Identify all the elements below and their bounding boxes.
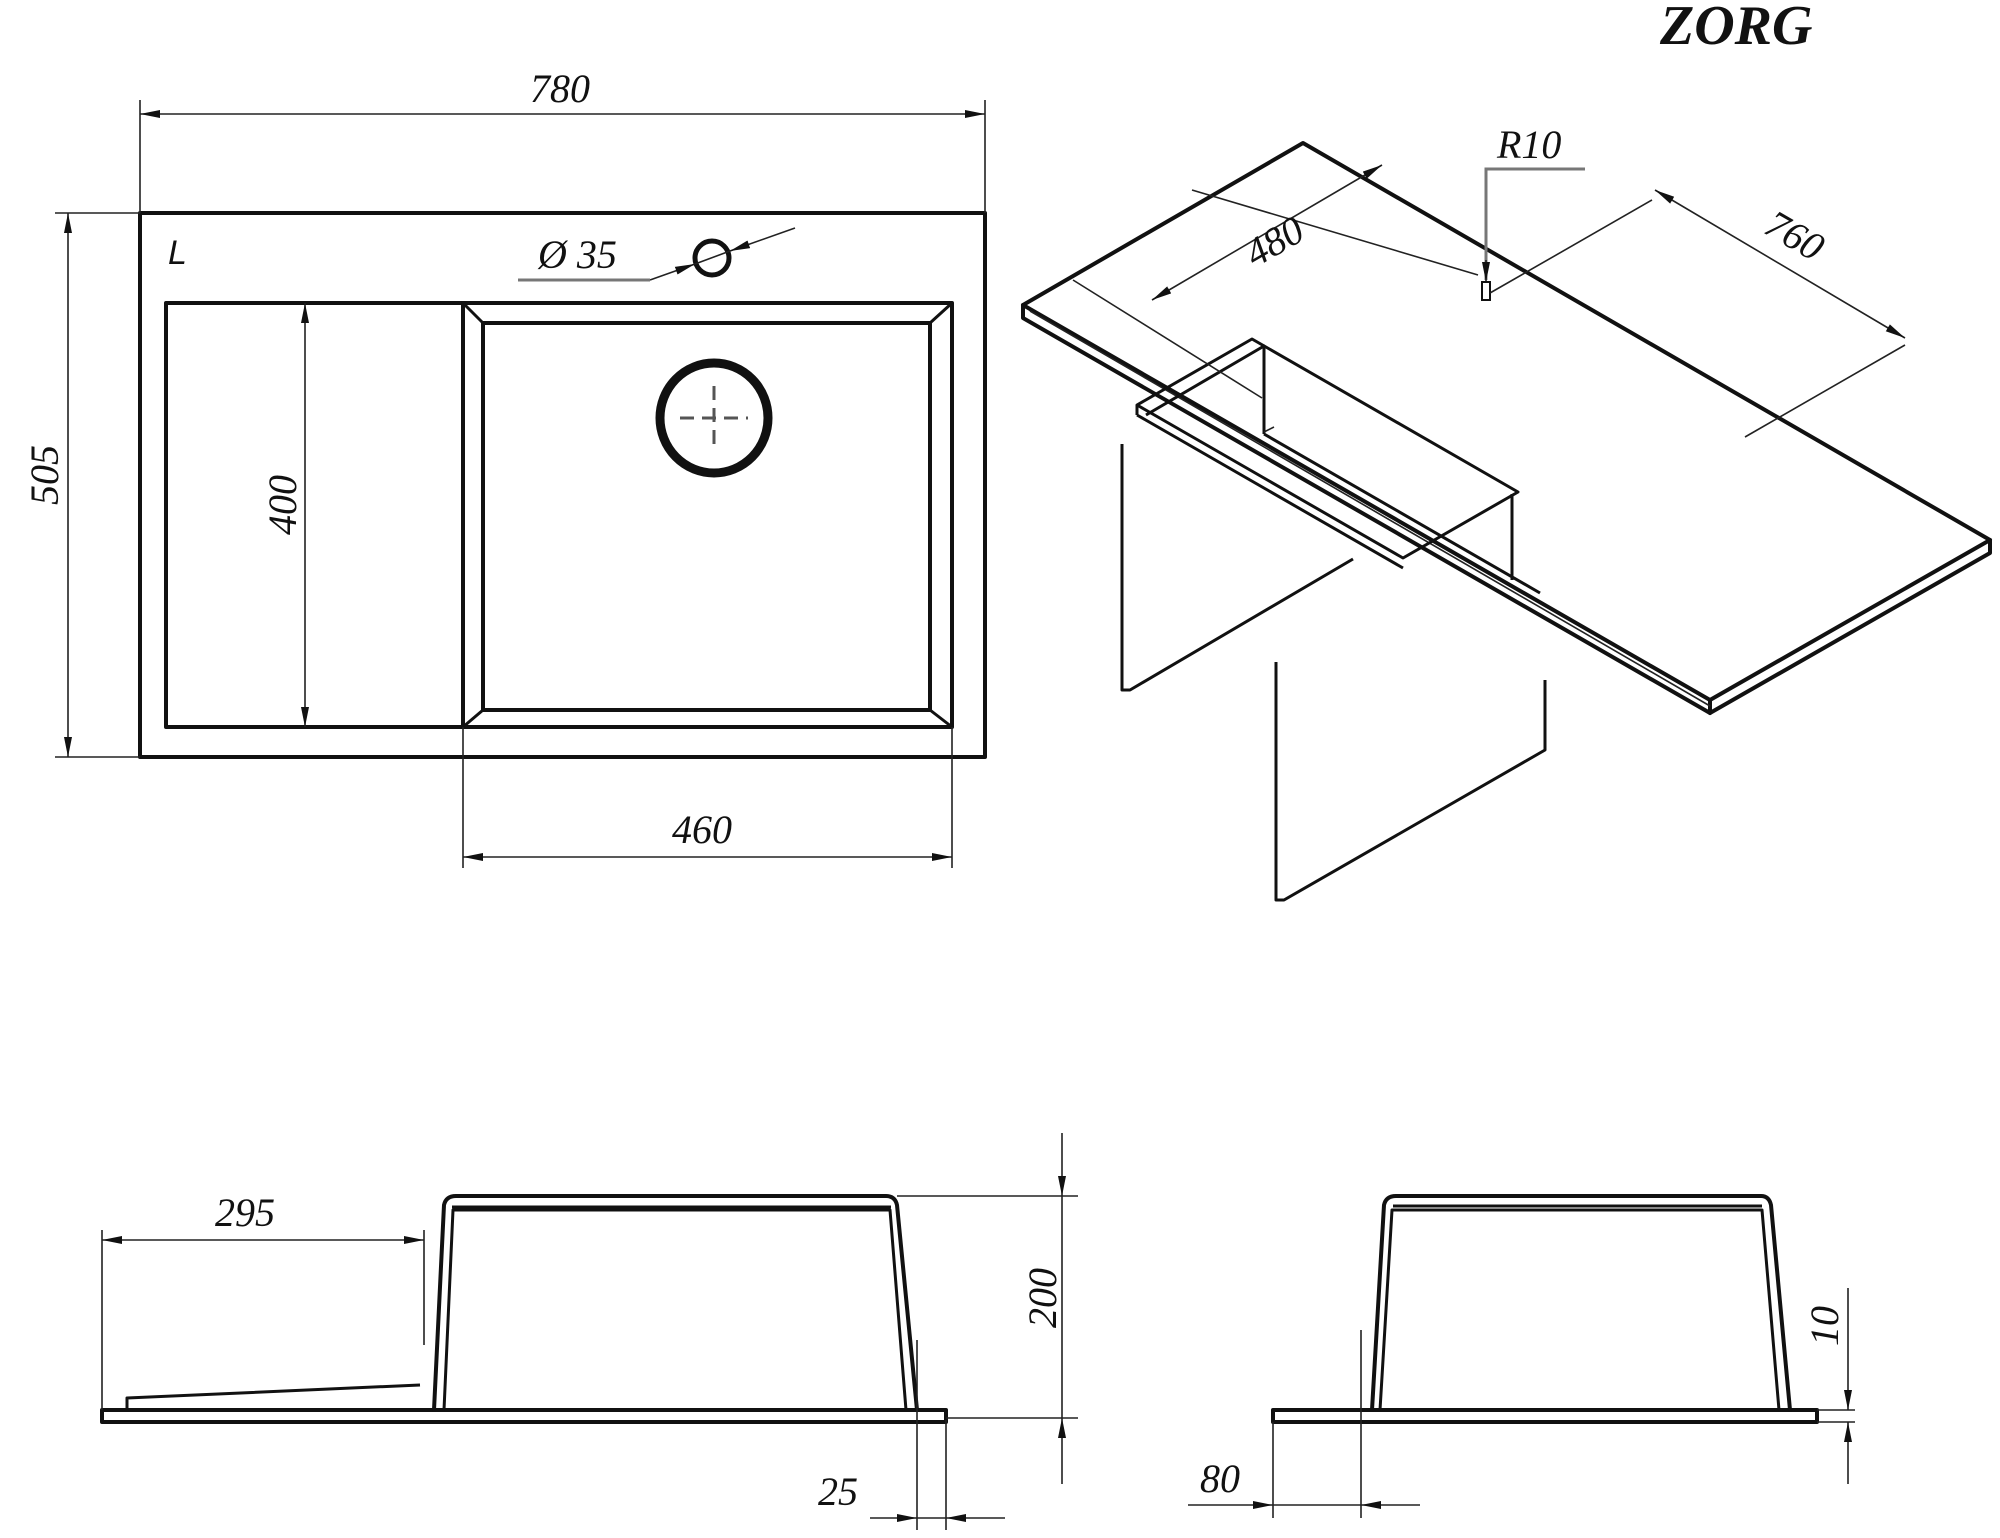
- drain-icon: [655, 358, 773, 478]
- dim-tap-hole: Ø 35: [537, 232, 617, 277]
- brand-logo: ZORG: [1659, 0, 1812, 57]
- dim-side-rim-offset: 80: [1200, 1456, 1240, 1501]
- cabinet-right-panel: [1274, 662, 1547, 902]
- dim-drainboard-depth: 400: [260, 475, 305, 535]
- top-view: Ø 35 L 780 505 400 460: [22, 66, 987, 868]
- dim-overall-width: 780: [530, 66, 590, 111]
- side-view: 80 10: [1188, 1194, 1855, 1518]
- bowl-outer: [461, 301, 954, 729]
- front-view: 295 200 25: [100, 1133, 1078, 1530]
- side-bowl: [1370, 1194, 1792, 1412]
- side-label: L: [168, 234, 187, 272]
- dim-bowl-height: 200: [1020, 1268, 1065, 1328]
- dim-overall-depth: 505: [22, 445, 67, 505]
- bowl-inner: [481, 321, 932, 712]
- dim-cutout-width: 760: [1758, 201, 1832, 270]
- drainboard-outline: [164, 301, 465, 729]
- tap-hole-icon: [692, 238, 732, 278]
- dim-rim-thickness: 10: [1802, 1306, 1847, 1346]
- cabinet-left-panel: [1120, 444, 1354, 692]
- dim-front-rim-offset: 25: [818, 1469, 858, 1514]
- dim-drainboard-width: 295: [215, 1190, 275, 1235]
- front-rim: [100, 1408, 948, 1424]
- side-rim: [1271, 1408, 1819, 1424]
- isometric-view: R10 480 760: [1021, 122, 1992, 902]
- dim-bowl-width: 460: [672, 807, 732, 852]
- dim-cutout-depth: 480: [1237, 207, 1311, 276]
- sink-outline: [138, 211, 987, 759]
- dim-radius: R10: [1496, 122, 1561, 167]
- front-bowl: [432, 1194, 919, 1412]
- cutout-outline: [1135, 337, 1520, 560]
